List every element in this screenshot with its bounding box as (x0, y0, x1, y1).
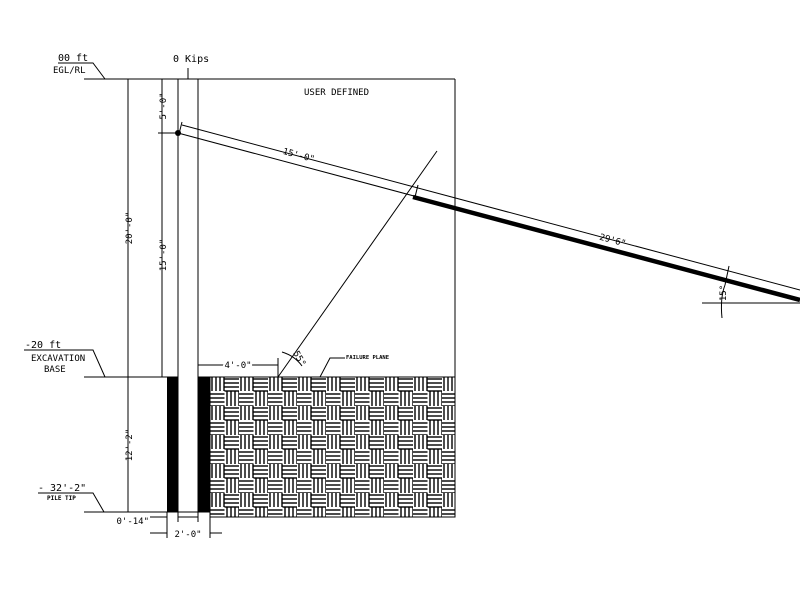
pile-flange-right (198, 377, 210, 512)
excavation-label-1: EXCAVATION (31, 354, 85, 364)
excavation-level-label: -20 ft (25, 340, 61, 351)
failure-plane-line (277, 150, 438, 378)
anchor-head (175, 130, 181, 136)
dim-below-anchor-text: 15'-0" (159, 239, 169, 272)
dim-total-depth-text: 20'-0" (125, 212, 135, 245)
dim-anchor-depth-text: 5'-0" (159, 92, 169, 119)
dim-anchor-length (181, 124, 800, 291)
pile-tip-label: PILE TIP (47, 495, 76, 502)
pile-width-text: 2'-0" (174, 530, 201, 540)
anchor-angle-text: 15° (719, 285, 729, 301)
soil-hatch (209, 376, 456, 518)
wall-thickness-text: 0'-14" (116, 517, 149, 527)
dim-embedment-text: 12'-2" (125, 429, 135, 462)
failure-plane-label: FAILURE PLANE (346, 355, 389, 361)
failure-angle-text: 55° (290, 349, 307, 368)
anchor-bond-zone (412, 194, 800, 303)
load-label: 0 Kips (173, 54, 209, 65)
box-title: USER DEFINED (304, 88, 369, 98)
ground-level-label: 00 ft (58, 53, 88, 64)
pile-flange-left (167, 377, 178, 512)
pile-tip-level-label: - 32'-2" (38, 483, 86, 494)
excavation-label-2: BASE (44, 365, 66, 375)
failure-offset-text: 4'-0" (224, 361, 251, 371)
ground-ref-label: EGL/RL (53, 66, 86, 76)
